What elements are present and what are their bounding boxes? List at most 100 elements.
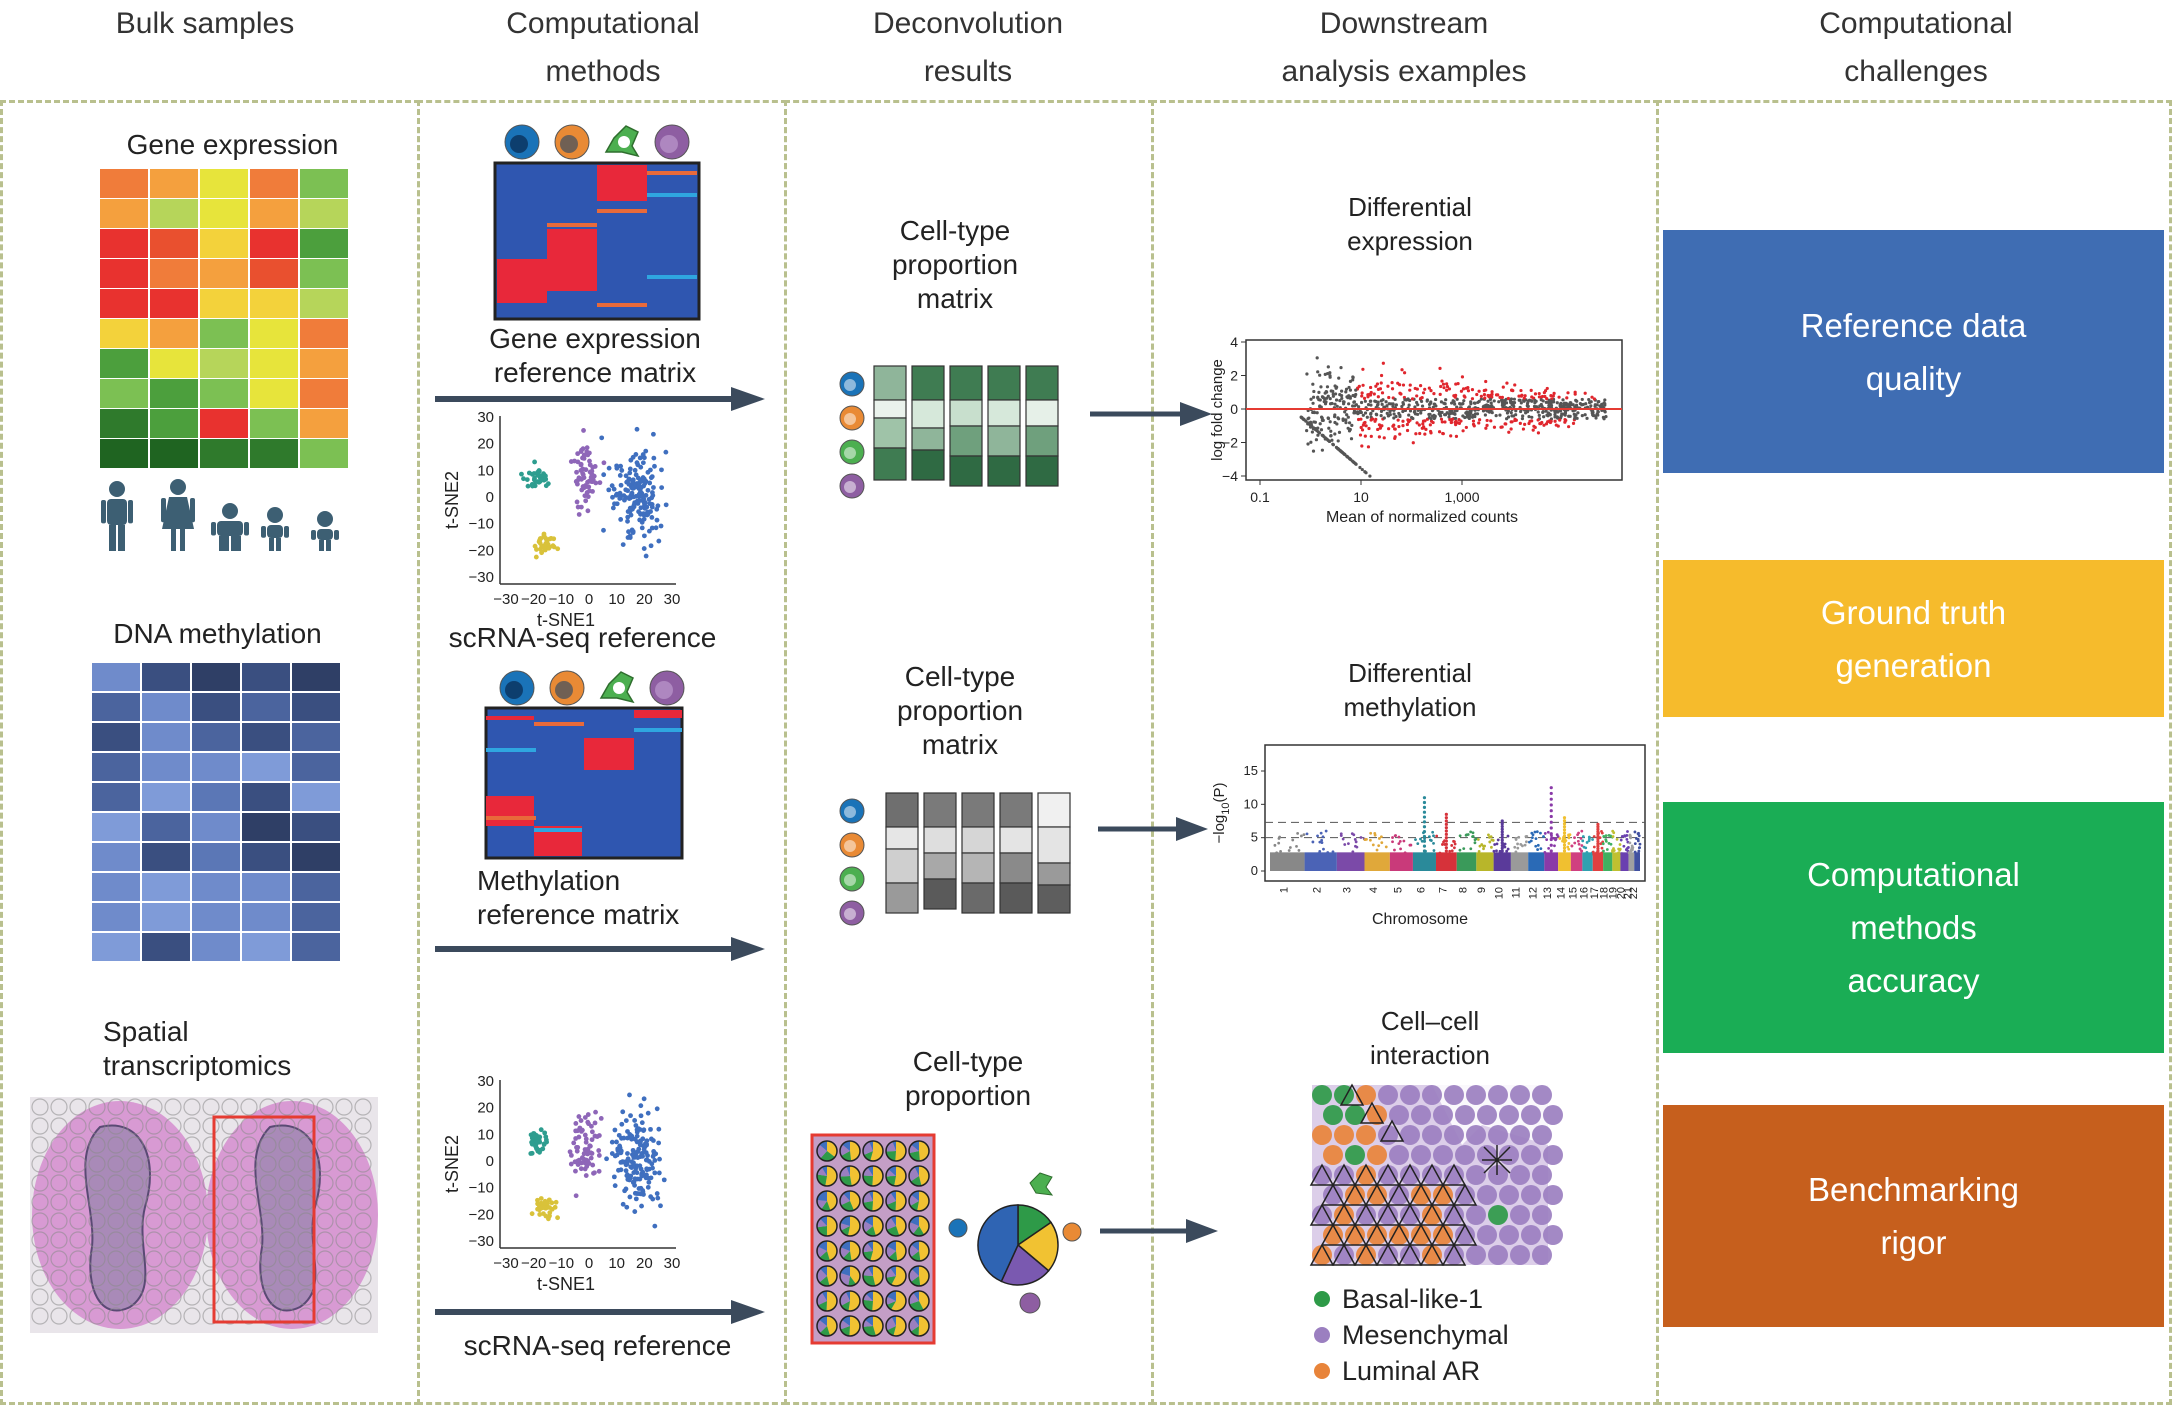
heatmap-cell bbox=[250, 229, 298, 258]
heatmap-cell bbox=[300, 319, 348, 348]
spot-pie bbox=[908, 1190, 930, 1212]
reference-matrix-high-block bbox=[597, 165, 647, 201]
manhattan-chromosome-label: 4 bbox=[1368, 887, 1380, 893]
methylation-cell bbox=[142, 783, 190, 811]
spot-pie bbox=[908, 1315, 930, 1337]
spot-pie bbox=[816, 1265, 838, 1287]
tsne-cluster bbox=[519, 459, 551, 489]
methylation-cell bbox=[92, 723, 140, 751]
proportion-cell bbox=[1037, 826, 1071, 864]
methylation-cell bbox=[242, 933, 290, 961]
scrna-reference-label-1: scRNA-seq reference bbox=[448, 622, 717, 653]
tsne-cluster bbox=[604, 1092, 667, 1229]
spot-pie bbox=[862, 1315, 884, 1337]
reference-matrix-high-block bbox=[497, 289, 547, 303]
ma-y-tick: 4 bbox=[1230, 334, 1238, 350]
heatmap-cell bbox=[300, 379, 348, 408]
reference-matrix-high-block bbox=[497, 259, 547, 289]
proportion-matrix-green bbox=[839, 365, 1059, 499]
reference-matrix-stripe bbox=[534, 828, 582, 832]
heatmap-cell bbox=[300, 169, 348, 198]
arrow-methods-3 bbox=[435, 1300, 765, 1324]
manhattan-chromosome-band bbox=[1336, 852, 1365, 871]
manhattan-points bbox=[1476, 833, 1495, 853]
manhattan-y-label: −log10(P) bbox=[1211, 782, 1232, 843]
manhattan-points bbox=[1305, 829, 1335, 855]
spot-pie bbox=[885, 1265, 907, 1287]
tsne-x-tick: 10 bbox=[608, 591, 625, 608]
tsne-x-tick: 0 bbox=[585, 1255, 593, 1272]
heatmap-cell bbox=[250, 379, 298, 408]
reference-matrix-high-block bbox=[547, 261, 597, 291]
heatmap-cell bbox=[300, 259, 348, 288]
methylation-reference-heatmap bbox=[484, 706, 684, 860]
arrow-head bbox=[1186, 1219, 1218, 1243]
methylation-cell bbox=[292, 783, 340, 811]
tsne-x-tick: 10 bbox=[608, 1255, 625, 1272]
tsne-x-tick: 20 bbox=[636, 591, 653, 608]
methylation-cell bbox=[192, 903, 240, 931]
heatmap-cell bbox=[200, 349, 248, 378]
challenge-reference-data-quality: Reference data quality bbox=[1663, 230, 2164, 473]
manhattan-points bbox=[1581, 835, 1595, 856]
heatmap-cell bbox=[250, 349, 298, 378]
methylation-cell bbox=[192, 933, 240, 961]
manhattan-chromosome-band bbox=[1603, 852, 1613, 871]
spot-pie bbox=[839, 1140, 861, 1162]
spot-pie bbox=[885, 1315, 907, 1337]
spot-pie bbox=[816, 1315, 838, 1337]
manhattan-points bbox=[1458, 830, 1478, 852]
spot-pie bbox=[816, 1165, 838, 1187]
tsne-y-tick: 30 bbox=[477, 1073, 494, 1090]
spot-pie bbox=[862, 1165, 884, 1187]
methylation-cell bbox=[142, 723, 190, 751]
tsne-y-label: t-SNE2 bbox=[442, 471, 462, 529]
proportion-cell bbox=[961, 852, 995, 884]
ma-x-tick: 0.1 bbox=[1250, 489, 1270, 505]
heatmap-cell bbox=[100, 349, 148, 378]
manhattan-y-tick: 5 bbox=[1251, 830, 1258, 845]
heatmap-cell bbox=[100, 409, 148, 438]
methylation-reference-label: Methylation reference matrix bbox=[477, 865, 680, 930]
cell-type-icon bbox=[549, 670, 585, 706]
manhattan-chromosome-band bbox=[1456, 852, 1477, 871]
heatmap-cell bbox=[300, 349, 348, 378]
heatmap-cell bbox=[250, 439, 298, 468]
manhattan-points bbox=[1513, 834, 1529, 856]
spot-pie bbox=[908, 1265, 930, 1287]
methylation-cell bbox=[92, 903, 140, 931]
proportion-cell bbox=[911, 399, 945, 429]
proportion-cell bbox=[1037, 792, 1071, 828]
legend-label: Basal-like-1 bbox=[1342, 1283, 1484, 1314]
ma-y-tick: 0 bbox=[1230, 401, 1238, 417]
heatmap-cell bbox=[250, 319, 298, 348]
proportion-label-3: Cell-type proportion bbox=[904, 1046, 1032, 1111]
challenge-ground-truth-generation: Ground truth generation bbox=[1663, 560, 2164, 717]
spot-pie bbox=[862, 1240, 884, 1262]
manhattan-points bbox=[1543, 786, 1560, 856]
spot-grid bbox=[31, 1098, 372, 1325]
arrow-methods-1 bbox=[435, 387, 765, 411]
arrow-methods-2 bbox=[435, 937, 765, 961]
manhattan-chromosome-band bbox=[1544, 852, 1559, 871]
pie-slice bbox=[977, 1204, 1019, 1283]
proportion-cell bbox=[923, 826, 957, 854]
heatmap-cell bbox=[100, 289, 148, 318]
manhattan-points bbox=[1611, 829, 1622, 856]
tsne-x-tick: −10 bbox=[549, 591, 574, 608]
manhattan-chromosome-label: 18 bbox=[1599, 887, 1611, 899]
heatmap-cell bbox=[250, 409, 298, 438]
manhattan-chromosome-band bbox=[1270, 852, 1305, 871]
reference-matrix-stripe bbox=[486, 816, 536, 820]
heatmap-cell bbox=[150, 259, 198, 288]
heatmap-cell bbox=[200, 439, 248, 468]
header-computational-challenges: Computational challenges bbox=[1819, 7, 2013, 88]
spot-pie bbox=[885, 1165, 907, 1187]
cell-type-icon bbox=[599, 671, 635, 704]
tsne-x-tick: −10 bbox=[549, 1255, 574, 1272]
manhattan-chromosome-band bbox=[1570, 852, 1583, 871]
heatmap-cell bbox=[100, 439, 148, 468]
methylation-cell bbox=[192, 693, 240, 721]
methylation-cell bbox=[292, 723, 340, 751]
proportion-cell bbox=[873, 365, 907, 401]
